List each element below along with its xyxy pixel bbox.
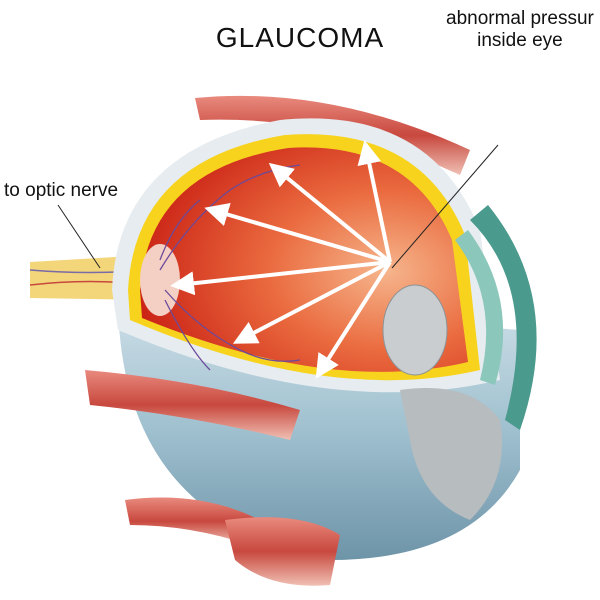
- nerve-pointer-line: [57, 204, 101, 269]
- cornea: [470, 205, 537, 430]
- top-muscle: [195, 95, 470, 175]
- bottom-front-muscle: [225, 517, 340, 586]
- pressure-label-line1: abnormal pressur: [446, 8, 594, 29]
- bottom-muscle: [125, 497, 260, 545]
- pressure-label-line2: inside eye: [477, 30, 563, 51]
- pressure-arrows: [170, 140, 392, 379]
- optic-nerve-label: to optic nerve: [4, 180, 119, 201]
- pressure-label: abnormal pressur inside eye: [446, 8, 594, 52]
- pressure-pointer-line: [391, 144, 499, 269]
- lens: [382, 284, 448, 376]
- optic-disc: [140, 244, 180, 316]
- ciliary-body: [400, 388, 502, 520]
- page-title: GLAUCOMA: [215, 22, 385, 53]
- left-muscle: [85, 370, 300, 440]
